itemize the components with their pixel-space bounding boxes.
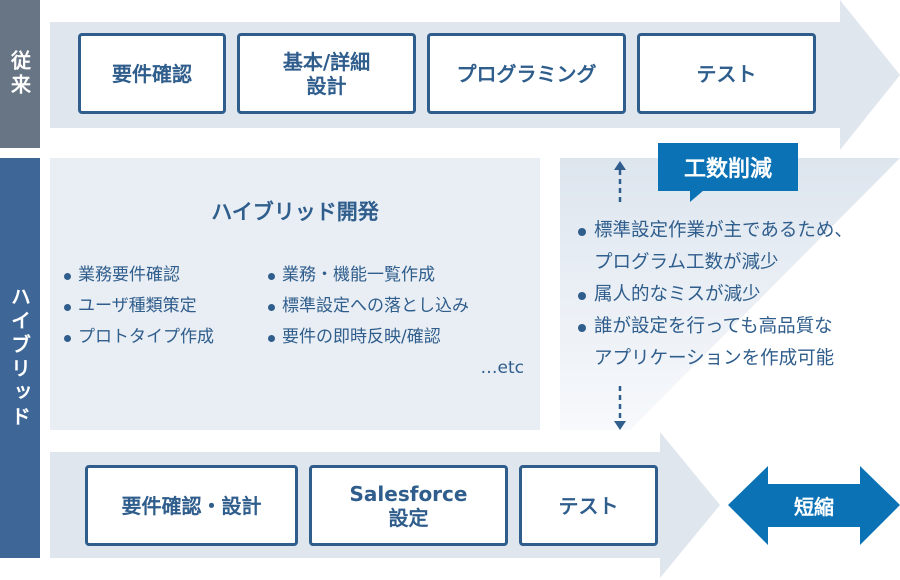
left-items: 業務要件確認 ユーザ種類策定 プロトタイプ作成 [62,260,214,353]
reduction-area [560,158,900,430]
step-requirements: 要件確認 [78,33,226,114]
list-item: ユーザ種類策定 [62,291,214,322]
dotted-arrow-up [614,161,626,205]
reduction-points: 標準設定作業が主であるため、 プログラム工数が減少 属人的なミスが減少 誰が設定… [576,215,853,375]
list-item: プロトタイプ作成 [62,322,214,353]
list-item: 業務要件確認 [62,260,214,291]
list-item: 標準設定作業が主であるため、 プログラム工数が減少 [576,215,853,279]
shorten-arrow [728,466,900,545]
list-item: 誰が設定を行っても高品質な アプリケーションを作成可能 [576,311,853,375]
list-item: 標準設定への落とし込み [266,291,469,322]
badge-pointer [690,190,704,202]
list-item: 要件の即時反映/確認 [266,322,469,353]
list-item: 属人的なミスが減少 [576,279,853,311]
hybrid-label: ハイブリッド [0,158,40,558]
reduction-badge: 工数削減 [658,143,798,191]
etc-text: …etc [480,358,524,378]
dotted-arrow-down [614,386,626,430]
step-programming: プログラミング [427,33,626,114]
shorten-label: 短縮 [794,495,834,519]
step-design: 基本/詳細 設計 [237,33,416,114]
step-test: テスト [519,465,658,546]
hybrid-panel: ハイブリッド開発 業務要件確認 ユーザ種類策定 プロトタイプ作成 業務・機能一覧… [50,158,540,430]
list-item: 業務・機能一覧作成 [266,260,469,291]
traditional-label: 従来 [0,0,40,148]
step-test: テスト [637,33,816,114]
step-salesforce-config: Salesforce 設定 [309,465,508,546]
right-items: 業務・機能一覧作成 標準設定への落とし込み 要件の即時反映/確認 [266,260,469,353]
panel-title: ハイブリッド開発 [211,200,379,224]
step-requirements-design: 要件確認・設計 [85,465,298,546]
